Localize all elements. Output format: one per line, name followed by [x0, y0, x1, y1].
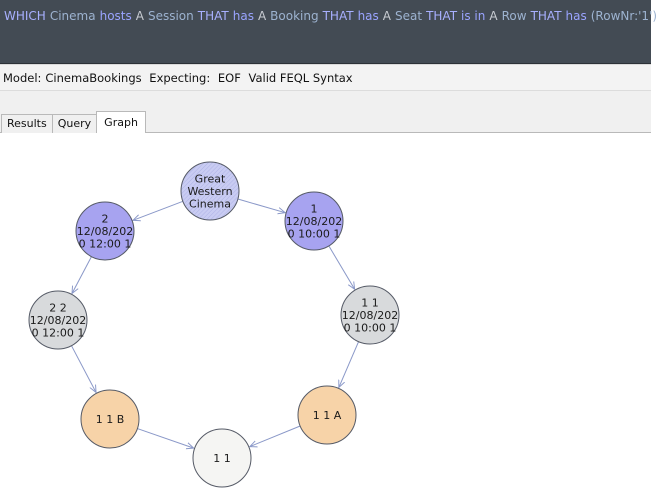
query-token: THAT [322, 9, 354, 23]
model-label: Model: [3, 71, 42, 85]
node-circle[interactable] [75, 201, 135, 261]
tab-strip: Results Query Graph [0, 91, 651, 133]
query-token: A [489, 9, 498, 23]
status-bar: Model:CinemaBookings Expecting: EOF Vali… [0, 64, 651, 91]
edge-booking11-seat11A [339, 341, 360, 388]
node-label: 1 1 B [96, 413, 125, 426]
node-circle[interactable] [297, 385, 357, 445]
node-label: 12/08/202 [286, 215, 342, 228]
node-label: 0 12:00 1 [32, 327, 85, 340]
query-token: Row [501, 9, 527, 23]
query-token: A [135, 9, 144, 23]
edge-seat11B-row11 [137, 428, 193, 449]
node-label: Cinema [189, 198, 231, 211]
edge-booking22-seat11B [71, 345, 96, 393]
node-label: 1 1 [213, 452, 231, 465]
query-token: has [565, 9, 587, 23]
node-label: 12/08/202 [342, 309, 398, 322]
tab-query[interactable]: Query [51, 114, 98, 133]
node-circle[interactable] [180, 161, 240, 221]
edge-session1-booking11 [328, 245, 355, 289]
query-token: is in [461, 9, 486, 23]
query-token: Session [147, 9, 194, 23]
graph-node-seat11B[interactable]: 1 1 B [80, 389, 140, 449]
node-label: 1 [311, 203, 318, 216]
query-token: THAT [197, 9, 229, 23]
query-token: Booking [270, 9, 319, 23]
query-token: WHICH [4, 9, 46, 23]
tab-results[interactable]: Results [1, 114, 53, 133]
graph-node-seat11A[interactable]: 1 1 A [297, 385, 357, 445]
node-label: 12/08/202 [30, 314, 86, 327]
edge-session2-booking22 [72, 256, 92, 294]
node-label: 0 12:00 1 [79, 238, 132, 251]
tab-graph[interactable]: Graph [96, 111, 146, 133]
node-label: 1 1 A [313, 409, 342, 422]
query-token: has [357, 9, 379, 23]
node-circle[interactable] [80, 389, 140, 449]
query-token: has [232, 9, 254, 23]
node-label: 2 [102, 213, 109, 226]
expecting-label: Expecting: [149, 71, 211, 85]
query-token: hosts [99, 9, 132, 23]
graph-node-row11[interactable]: 1 1 [192, 428, 252, 488]
node-label: 12/08/202 [77, 225, 133, 238]
expecting-syntax: Valid FEQL Syntax [248, 71, 353, 85]
query-token: A [257, 9, 267, 23]
node-label: 0 10:00 1 [344, 322, 397, 335]
edge-seat11A-row11 [250, 425, 301, 447]
model-name: CinemaBookings [45, 71, 142, 85]
node-label: 1 1 [361, 297, 379, 310]
node-label: 0 10:00 1 [288, 228, 341, 241]
query-token: THAT [426, 9, 458, 23]
node-circle[interactable] [340, 285, 400, 345]
expecting-eof: EOF [217, 71, 241, 85]
node-label: 2 2 [49, 302, 67, 315]
node-circle[interactable] [28, 290, 88, 350]
node-circle[interactable] [284, 191, 344, 251]
node-circle[interactable] [192, 428, 252, 488]
edge-cinema-session1 [237, 198, 285, 213]
query-token: A [382, 9, 391, 23]
query-token: Cinema [49, 9, 96, 23]
query-token: Seat [395, 9, 423, 23]
edge-cinema-session2 [133, 200, 184, 220]
query-token: (RowNr:'1') [590, 9, 658, 23]
query-token: THAT [530, 9, 562, 23]
node-label: Great [195, 173, 226, 186]
node-label: Western [187, 185, 232, 198]
